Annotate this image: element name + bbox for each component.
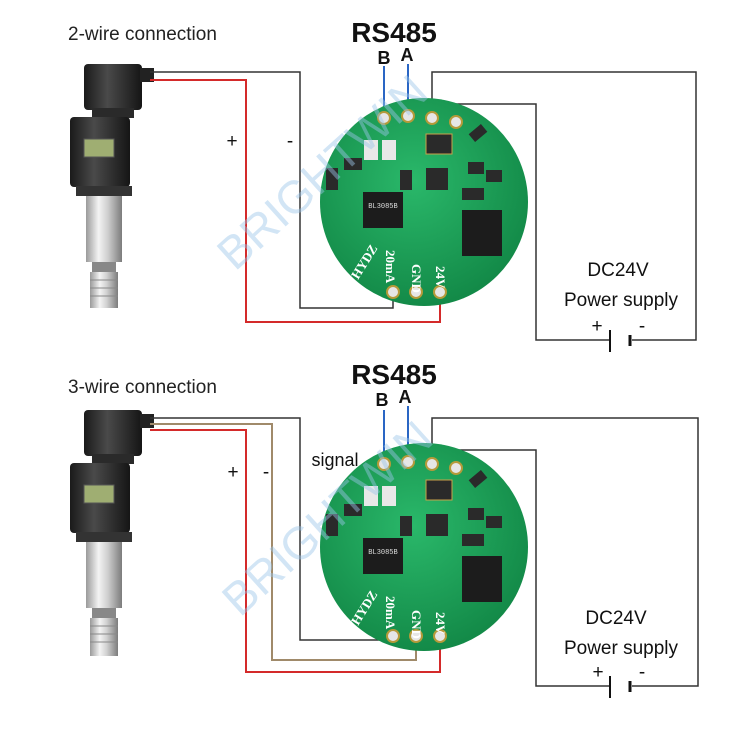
bottom-a-label: A bbox=[399, 387, 412, 407]
bottom-minus-label: - bbox=[263, 462, 269, 483]
bottom-supply-minus-wire bbox=[431, 417, 699, 687]
top-battery-symbol bbox=[609, 330, 632, 352]
top-chip-label: BL3085B bbox=[368, 203, 397, 211]
bottom-pcb-board: BL3085B HYDZ 20mA GND 24V bbox=[320, 443, 528, 651]
top-battery-plus: + bbox=[591, 316, 602, 337]
bottom-pin-24v: 24V bbox=[433, 612, 448, 635]
top-supply-minus-wire bbox=[431, 71, 697, 341]
top-title: 2-wire connection bbox=[68, 24, 217, 45]
bottom-chip-label: BL3085B bbox=[368, 549, 397, 557]
top-a-label: A bbox=[401, 45, 414, 65]
bottom-wire-signal bbox=[150, 423, 417, 661]
top-rs485-label: RS485 bbox=[351, 17, 437, 48]
top-battery-minus: - bbox=[639, 316, 645, 337]
bottom-rs485-label: RS485 bbox=[351, 359, 437, 390]
top-minus-label: - bbox=[287, 131, 293, 152]
bottom-pin-gnd: GND bbox=[409, 610, 424, 639]
bottom-supply-label: Power supply bbox=[564, 638, 679, 659]
bottom-title: 3-wire connection bbox=[68, 377, 217, 398]
bottom-plus-label: + bbox=[227, 462, 238, 483]
top-supply-label: Power supply bbox=[564, 290, 679, 311]
top-b-label: B bbox=[378, 48, 391, 68]
bottom-battery-plus: + bbox=[592, 662, 603, 683]
bottom-wire-positive bbox=[150, 429, 441, 673]
top-pin-20ma: 20mA bbox=[383, 250, 398, 284]
top-wire-negative bbox=[150, 71, 394, 309]
top-pin-gnd: GND bbox=[409, 264, 424, 293]
top-plus-label: + bbox=[226, 131, 237, 152]
top-section: 2-wire connection + - RS485 B A bbox=[68, 17, 697, 352]
top-transmitter bbox=[70, 64, 154, 308]
bottom-b-label: B bbox=[376, 390, 389, 410]
bottom-signal-label: signal bbox=[311, 450, 358, 470]
top-pcb-board: BL3085B HYDZ 20mA GND 24V bbox=[320, 98, 528, 306]
bottom-section: 3-wire connection + - signal RS485 bbox=[68, 359, 699, 698]
bottom-pin-20ma: 20mA bbox=[383, 596, 398, 630]
bottom-battery-symbol bbox=[609, 676, 632, 698]
top-pin-24v: 24V bbox=[433, 266, 448, 289]
bottom-wire-negative bbox=[150, 417, 393, 641]
bottom-transmitter bbox=[70, 410, 154, 656]
top-supply-voltage: DC24V bbox=[587, 260, 649, 281]
top-wire-positive bbox=[150, 79, 441, 323]
bottom-supply-voltage: DC24V bbox=[585, 608, 647, 629]
bottom-battery-minus: - bbox=[639, 662, 645, 683]
